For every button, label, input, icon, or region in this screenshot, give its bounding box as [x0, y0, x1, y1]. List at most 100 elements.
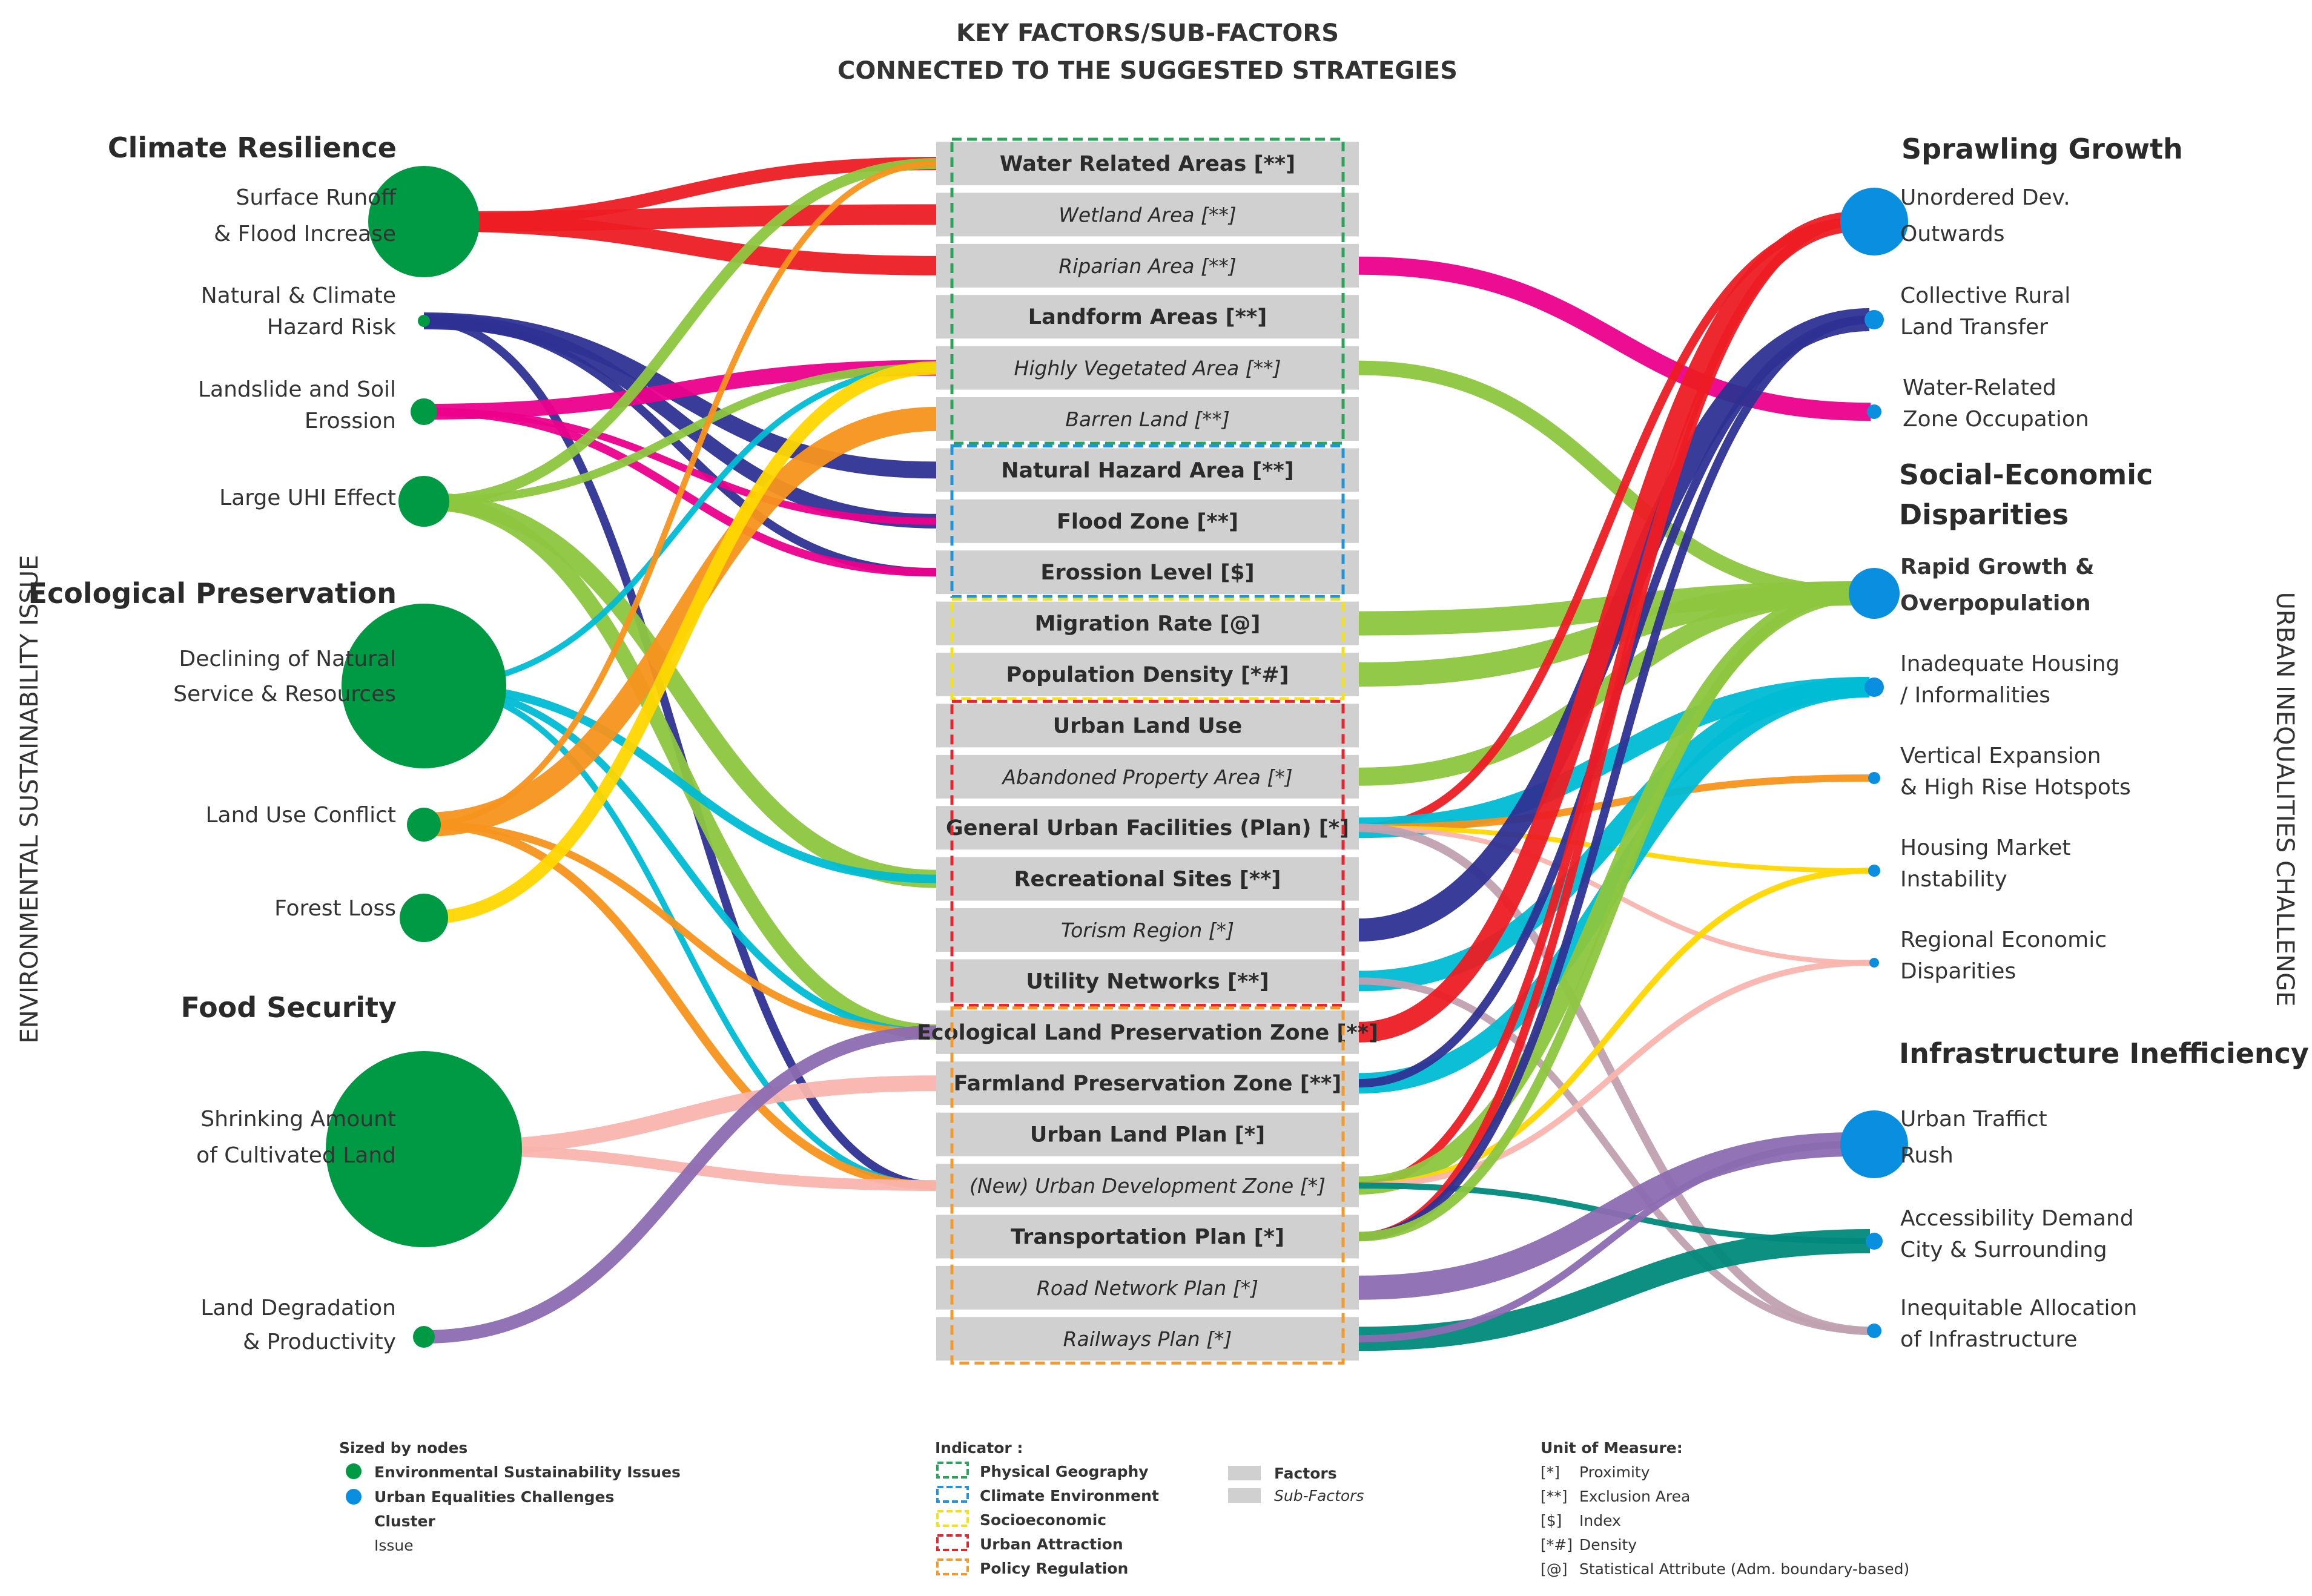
legend-unit-symbol-3: [*#] [1541, 1536, 1573, 1554]
factor-label-22: Road Network Plan [*] [1037, 1276, 1258, 1300]
urban-challenge-label-6-0: Housing Market [1900, 836, 2071, 860]
urban-challenge-node-3 [1849, 568, 1900, 619]
left-cluster-food-security: Food Security [181, 991, 397, 1024]
urban-challenge-node-5 [1868, 772, 1880, 784]
env-issue-label-7-0: Shrinking Amount [200, 1107, 396, 1132]
urban-challenge-label-0-0: Unordered Dev. [1900, 185, 2070, 210]
urban-challenge-label-9-0: Accessibility Demand [1900, 1206, 2134, 1231]
factor-box-13 [936, 806, 1359, 850]
urban-challenge-node-8 [1840, 1110, 1908, 1178]
factor-label-7: Flood Zone [**] [1057, 510, 1238, 534]
factor-label-15: Torism Region [*] [1061, 918, 1234, 942]
env-issue-label-0-0: Surface Runoff [236, 185, 397, 210]
env-issue-label-2-1: Erossion [305, 409, 396, 434]
urban-challenge-node-7 [1869, 958, 1879, 968]
flow-link-F13-R6 [1358, 825, 1872, 873]
legend-issue-label: Issue [374, 1537, 414, 1554]
flow-link-L5-F20 [423, 820, 937, 1190]
factor-label-17: Ecological Land Preservation Zone [**] [917, 1021, 1378, 1045]
env-issue-label-2-0: Landslide and Soil [198, 377, 396, 402]
urban-challenge-label-10-1: of Infrastructure [1900, 1327, 2077, 1352]
legend-unit-text-0: Proximity [1579, 1463, 1650, 1481]
flow-link-F4-R3 [1358, 360, 1862, 601]
legend-urban-label: Urban Equalities Challenges [374, 1488, 614, 1506]
factor-label-14: Recreational Sites [**] [1014, 868, 1281, 892]
group-frame-policy_regulation [950, 1006, 1345, 1365]
factor-column: Water Related Areas [**]Wetland Area [**… [917, 142, 1378, 1361]
factor-label-20: (New) Urban Development Zone [*] [969, 1174, 1326, 1198]
legend-subfactor-swatch [1228, 1488, 1261, 1503]
flow-link-L4-F17 [423, 682, 937, 1036]
legend-indicator-label-1: Climate Environment [980, 1487, 1159, 1505]
factor-label-5: Barren Land [**] [1065, 407, 1229, 431]
legend-unit-text-2: Index [1579, 1512, 1621, 1529]
legend-factor-swatch [1228, 1466, 1261, 1480]
right-cluster-social-economic: Social-Economic [1899, 458, 2153, 491]
flow-link-L3-F17 [423, 493, 937, 1040]
factor-box-1 [936, 193, 1359, 237]
urban-challenge-label-10-0: Inequitable Allocation [1900, 1296, 2137, 1321]
flow-link-L5-F17 [423, 821, 937, 1036]
env-issue-label-6-0: Forest Loss [274, 896, 396, 921]
flow-link-F23-R8 [1358, 1141, 1858, 1343]
urban-challenge-label-3-0: Rapid Growth & [1900, 555, 2094, 579]
factor-box-3 [936, 295, 1359, 339]
legend-env-label: Environmental Sustainability Issues [374, 1463, 681, 1481]
legend-indicator-label-4: Policy Regulation [980, 1560, 1128, 1577]
diagram-title-line-2: CONNECTED TO THE SUGGESTED STRATEGIES [837, 57, 1458, 85]
env-issue-label-8-1: & Productivity [243, 1330, 396, 1354]
factor-box-4 [936, 346, 1359, 390]
env-issue-node-0 [368, 166, 480, 277]
legend-cluster-label: Cluster [374, 1512, 436, 1530]
right-cluster-sprawling-growth: Sprawling Growth [1901, 133, 2183, 165]
factor-box-9 [936, 601, 1359, 645]
factor-box-20 [936, 1164, 1359, 1207]
group-frame-socioeconomic [950, 598, 1345, 701]
env-issue-node-6 [400, 894, 448, 942]
urban-challenge-label-2-0: Water-Related [1903, 375, 2056, 400]
flow-link-L3-F4 [423, 363, 937, 506]
flow-link-F21-R3 [1358, 589, 1862, 1242]
right-cluster-infrastructure-inefficiency: Infrastructure Inefficiency [1899, 1037, 2309, 1070]
left-cluster-ecological-preservation: Ecological Preservation [28, 577, 397, 610]
diagram-title-line-1: KEY FACTORS/SUB-FACTORS [956, 19, 1339, 47]
flow-link-F13-R10 [1358, 823, 1871, 1335]
legend-urban-dot [346, 1489, 362, 1505]
env-issue-label-4-0: Declining of Natural [179, 647, 396, 671]
factor-label-18: Farmland Preservation Zone [**] [954, 1072, 1342, 1096]
legend-unit-text-4: Statistical Attribute (Adm. boundary-bas… [1579, 1560, 1909, 1578]
indicator-group-frames [950, 137, 1345, 1365]
factor-box-11 [936, 704, 1359, 748]
urban-challenge-label-2-1: Zone Occupation [1903, 407, 2089, 432]
factor-box-10 [936, 653, 1359, 696]
factor-box-23 [936, 1317, 1359, 1361]
factor-box-16 [936, 959, 1359, 1003]
flow-link-F2-R2 [1358, 256, 1871, 421]
factor-box-0 [936, 142, 1359, 185]
urban-challenge-label-4-0: Inadequate Housing [1900, 651, 2119, 676]
factor-label-19: Urban Land Plan [*] [1030, 1123, 1265, 1147]
factor-label-4: Highly Vegetated Area [**] [1014, 357, 1281, 380]
legend-indicator-swatch-1 [936, 1486, 969, 1503]
factor-label-12: Abandoned Property Area [*] [1001, 765, 1292, 789]
legend-indicator-label-2: Socioeconomic [980, 1511, 1106, 1529]
legend-indicator-swatch-0 [936, 1462, 969, 1479]
legend-indicator-label-3: Urban Attraction [980, 1535, 1123, 1553]
flow-link-L4-F14 [423, 682, 937, 883]
urban-challenge-label-8-1: Rush [1900, 1143, 1954, 1168]
env-issue-node-2 [411, 398, 437, 425]
env-issue-node-8 [413, 1326, 435, 1348]
flow-link-L8-F17 [423, 1025, 937, 1344]
urban-challenge-label-3-1: Overpopulation [1900, 591, 2091, 616]
flow-link-L2-F4 [423, 360, 937, 420]
env-issue-label-3-0: Large UHI Effect [219, 486, 396, 510]
flow-link-L5-F5 [423, 407, 937, 837]
flow-link-L4-F20 [423, 683, 937, 1189]
urban-challenge-node-4 [1864, 678, 1884, 697]
urban-challenge-node-1 [1864, 310, 1884, 329]
factor-label-13: General Urban Facilities (Plan) [*] [946, 816, 1349, 840]
legend-indicator-title: Indicator : [935, 1439, 1023, 1457]
